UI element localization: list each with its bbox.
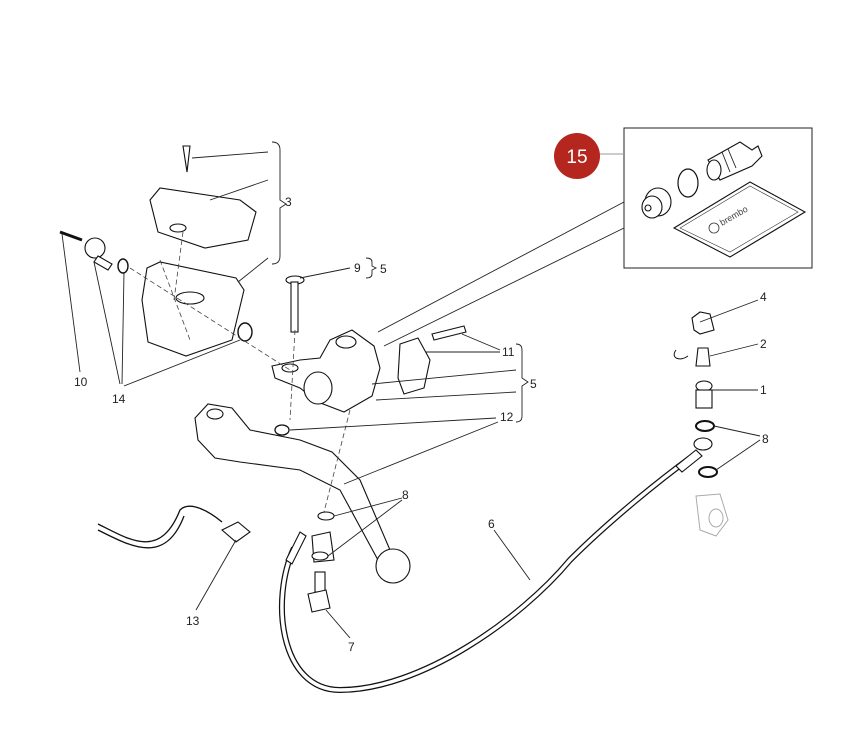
callout-8-right[interactable]: 8 [762, 432, 769, 446]
repair-kit-inset: 15 brembo [377, 127, 813, 347]
kit-circlip [677, 168, 699, 198]
leader-lines [61, 141, 761, 639]
callout-5-right[interactable]: 5 [530, 377, 537, 391]
callout-2[interactable]: 2 [760, 337, 767, 351]
callout-14[interactable]: 14 [112, 392, 126, 406]
callout-12[interactable]: 12 [500, 410, 514, 424]
callout-4[interactable]: 4 [760, 290, 767, 304]
fittings-1-2-4 [673, 311, 729, 537]
callout-10[interactable]: 10 [74, 375, 88, 389]
reservoir-cover [141, 145, 257, 357]
callout-9[interactable]: 9 [354, 261, 361, 275]
callout-5-top[interactable]: 5 [380, 262, 387, 276]
kit-piston [706, 141, 763, 181]
lever-switch-13 [97, 505, 251, 549]
callout-13[interactable]: 13 [186, 614, 200, 628]
clamp-11 [397, 325, 467, 395]
callout-6[interactable]: 6 [488, 517, 495, 531]
circlip-12 [274, 424, 290, 436]
pivot-pin-9 [285, 275, 305, 333]
callout-11[interactable]: 11 [502, 345, 515, 359]
callout-3[interactable]: 3 [285, 195, 292, 209]
clutch-lever [194, 403, 411, 584]
bolt-10 [59, 230, 129, 274]
clutch-hose-6 [280, 456, 692, 692]
kit-badge[interactable] [554, 133, 600, 179]
kit-seal [641, 187, 672, 219]
kit-instruction-card: brembo [672, 181, 807, 258]
callout-7[interactable]: 7 [348, 640, 355, 654]
callout-8-center[interactable]: 8 [402, 488, 409, 502]
banjo-bolt-7 [307, 511, 335, 613]
kit-badge-number: 15 [566, 147, 587, 168]
master-cylinder-body [271, 329, 381, 413]
callout-1[interactable]: 1 [760, 383, 767, 397]
